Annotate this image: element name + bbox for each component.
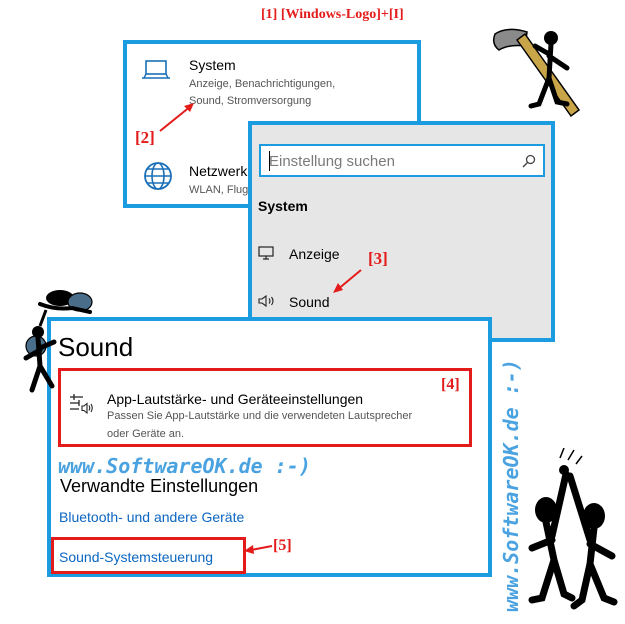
system-nav-item-sound[interactable]: Sound	[289, 294, 330, 310]
bluetooth-devices-link[interactable]: Bluetooth- und andere Geräte	[59, 509, 245, 525]
sound-page-title: Sound	[58, 332, 134, 362]
network-category-desc: WLAN, Flug	[189, 184, 249, 196]
step5-highlight-box	[51, 537, 246, 574]
network-category-title[interactable]: Netzwerk	[189, 163, 248, 179]
step3-annotation: [3]	[368, 249, 388, 268]
system-nav-item-anzeige[interactable]: Anzeige	[289, 246, 340, 262]
system-pane-heading: System	[258, 198, 308, 214]
step1-annotation: [1] [Windows-Logo]+[I]	[261, 7, 404, 22]
app-volume-settings-desc-1: Passen Sie App-Lautstärke und die verwen…	[107, 410, 413, 422]
settings-search-input[interactable]	[269, 150, 509, 172]
hammer-figure-icon	[492, 28, 581, 118]
app-volume-settings-title[interactable]: App-Lautstärke- und Geräteeinstellungen	[107, 391, 364, 407]
related-settings-heading: Verwandte Einstellungen	[60, 476, 259, 496]
system-category-desc-2: Sound, Stromversorgung	[189, 95, 312, 107]
climbing-figures-icon	[23, 290, 93, 393]
step4-highlight-box	[58, 368, 472, 447]
watermark-horizontal: www.SoftwareOK.de :-)	[58, 454, 311, 478]
high-five-figures-icon	[528, 448, 618, 610]
step5-arrow-icon	[244, 545, 273, 554]
settings-search-box[interactable]	[259, 144, 545, 177]
laptop-icon	[142, 60, 170, 79]
app-volume-settings-desc-2: oder Geräte an.	[107, 428, 185, 440]
system-settings-panel: System Anzeige Sound	[248, 121, 555, 342]
system-category-title[interactable]: System	[189, 57, 236, 73]
speaker-icon	[258, 294, 274, 308]
step3-arrow-icon	[333, 269, 362, 293]
sound-settings-panel: Sound [4] App-Lautstärke- und Geräteeins…	[47, 317, 492, 577]
step5-annotation: [5]	[273, 537, 292, 554]
app-volume-mixer-icon	[70, 394, 93, 415]
search-icon[interactable]	[522, 154, 536, 168]
step4-annotation: [4]	[441, 376, 460, 393]
system-category-desc-1: Anzeige, Benachrichtigungen,	[189, 78, 336, 90]
sound-control-panel-link[interactable]: Sound-Systemsteuerung	[59, 549, 214, 565]
step2-annotation: [2]	[135, 128, 155, 147]
monitor-icon	[258, 246, 274, 260]
watermark-vertical: www.SoftwareOK.de :-)	[499, 359, 523, 612]
globe-icon	[144, 162, 172, 190]
step2-arrow-icon	[159, 103, 194, 132]
